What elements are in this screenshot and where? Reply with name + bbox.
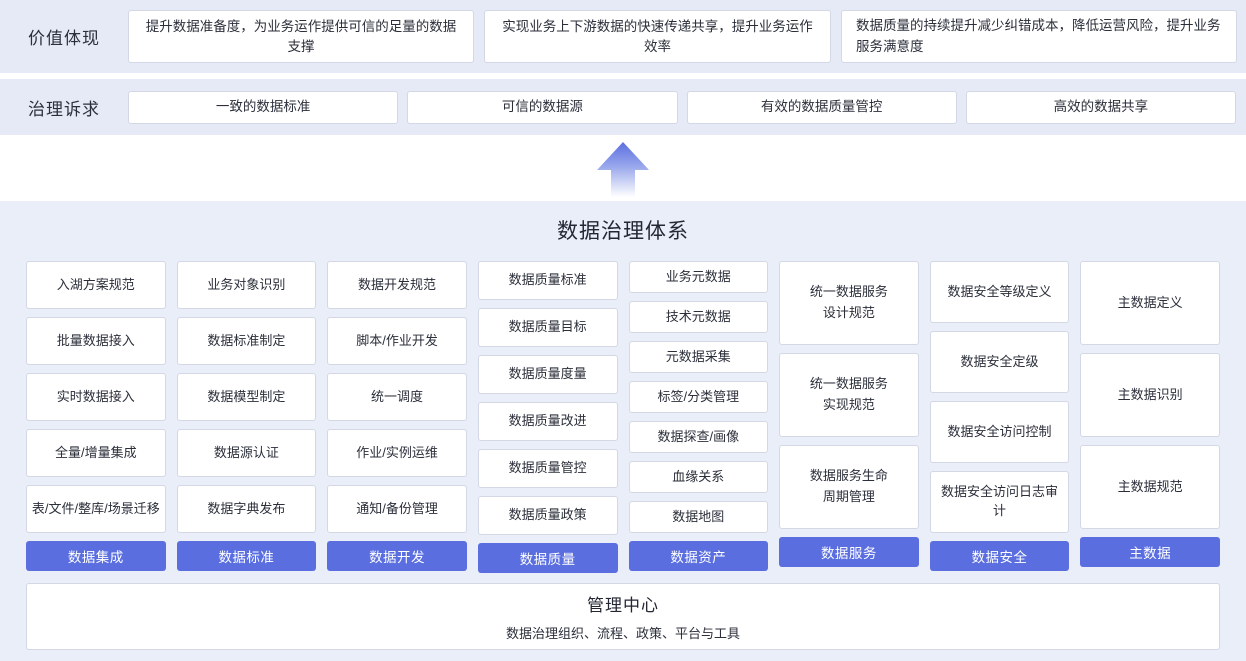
capability-card[interactable]: 主数据定义 bbox=[1080, 261, 1220, 345]
capability-card[interactable]: 数据字典发布 bbox=[176, 485, 317, 533]
column-data-security: 数据安全等级定义数据安全定级数据安全访问控制数据安全访问日志审计 数据安全 bbox=[929, 261, 1070, 571]
value-section-label: 价值体现 bbox=[28, 29, 100, 48]
column-4-items: 数据质量标准数据质量目标数据质量度量数据质量改进数据质量管控数据质量政策 bbox=[477, 261, 618, 535]
capability-card[interactable]: 数据质量改进 bbox=[477, 402, 618, 441]
capability-card[interactable]: 统一数据服务设计规范 bbox=[779, 261, 919, 345]
capability-card[interactable]: 数据开发规范 bbox=[327, 261, 467, 309]
capability-card[interactable]: 数据服务生命周期管理 bbox=[779, 445, 919, 529]
capability-card[interactable]: 脚本/作业开发 bbox=[327, 317, 467, 365]
management-center-title: 管理中心 bbox=[587, 596, 659, 615]
value-card-2[interactable]: 实现业务上下游数据的快速传递共享，提升业务运作效率 bbox=[484, 10, 831, 63]
management-center-subtitle: 数据治理组织、流程、政策、平台与工具 bbox=[505, 626, 740, 641]
column-footer-master-data[interactable]: 主数据 bbox=[1080, 537, 1220, 567]
capability-card[interactable]: 数据安全访问日志审计 bbox=[929, 471, 1070, 533]
capability-card[interactable]: 实时数据接入 bbox=[26, 373, 166, 421]
capability-card[interactable]: 统一数据服务实现规范 bbox=[779, 353, 919, 437]
governance-card-4[interactable]: 高效的数据共享 bbox=[965, 90, 1236, 124]
capability-card[interactable]: 数据地图 bbox=[628, 501, 769, 533]
capability-card[interactable]: 主数据识别 bbox=[1080, 353, 1220, 437]
capability-card[interactable]: 数据模型制定 bbox=[176, 373, 317, 421]
column-footer-data-standard[interactable]: 数据标准 bbox=[176, 541, 317, 571]
column-footer-data-asset[interactable]: 数据资产 bbox=[628, 541, 769, 571]
column-6-items: 统一数据服务设计规范统一数据服务实现规范数据服务生命周期管理 bbox=[779, 261, 919, 529]
column-3-items: 数据开发规范脚本/作业开发统一调度作业/实例运维通知/备份管理 bbox=[327, 261, 467, 533]
column-8-items: 主数据定义主数据识别主数据规范 bbox=[1080, 261, 1220, 529]
column-data-service: 统一数据服务设计规范统一数据服务实现规范数据服务生命周期管理 数据服务 bbox=[779, 261, 919, 567]
governance-card-row: 一致的数据标准 可信的数据源 有效的数据质量管控 高效的数据共享 bbox=[128, 90, 1236, 124]
column-2-items: 业务对象识别数据标准制定数据模型制定数据源认证数据字典发布 bbox=[176, 261, 317, 533]
column-footer-data-development[interactable]: 数据开发 bbox=[327, 541, 467, 571]
column-master-data: 主数据定义主数据识别主数据规范 主数据 bbox=[1080, 261, 1220, 567]
column-data-quality: 数据质量标准数据质量目标数据质量度量数据质量改进数据质量管控数据质量政策 数据质… bbox=[477, 261, 618, 573]
main-section-title: 数据治理体系 bbox=[557, 220, 689, 243]
governance-card-2[interactable]: 可信的数据源 bbox=[407, 90, 678, 124]
column-data-integration: 入湖方案规范批量数据接入实时数据接入全量/增量集成表/文件/整库/场景迁移 数据… bbox=[26, 261, 166, 571]
value-card-row: 提升数据准备度，为业务运作提供可信的足量的数据支撑 实现业务上下游数据的快速传递… bbox=[128, 10, 1237, 63]
column-data-development: 数据开发规范脚本/作业开发统一调度作业/实例运维通知/备份管理 数据开发 bbox=[327, 261, 467, 571]
capability-card[interactable]: 业务元数据 bbox=[628, 261, 769, 293]
capability-card[interactable]: 数据安全访问控制 bbox=[929, 401, 1070, 463]
governance-card-3[interactable]: 有效的数据质量管控 bbox=[686, 90, 957, 124]
column-footer-data-security[interactable]: 数据安全 bbox=[929, 541, 1070, 571]
capability-card[interactable]: 血缘关系 bbox=[628, 461, 769, 493]
value-card-1[interactable]: 提升数据准备度，为业务运作提供可信的足量的数据支撑 bbox=[128, 10, 474, 63]
capability-card[interactable]: 表/文件/整库/场景迁移 bbox=[26, 485, 166, 533]
column-7-items: 数据安全等级定义数据安全定级数据安全访问控制数据安全访问日志审计 bbox=[929, 261, 1070, 533]
column-data-asset: 业务元数据技术元数据元数据采集标签/分类管理数据探查/画像血缘关系数据地图 数据… bbox=[628, 261, 769, 571]
column-footer-data-service[interactable]: 数据服务 bbox=[779, 537, 919, 567]
capability-columns: 入湖方案规范批量数据接入实时数据接入全量/增量集成表/文件/整库/场景迁移 数据… bbox=[26, 261, 1220, 573]
capability-card[interactable]: 统一调度 bbox=[327, 373, 467, 421]
capability-card[interactable]: 业务对象识别 bbox=[176, 261, 317, 309]
capability-card[interactable]: 入湖方案规范 bbox=[26, 261, 166, 309]
value-card-3[interactable]: 数据质量的持续提升减少纠错成本，降低运营风险，提升业务服务满意度 bbox=[841, 10, 1237, 63]
capability-card[interactable]: 数据质量标准 bbox=[477, 261, 618, 300]
capability-card[interactable]: 数据质量政策 bbox=[477, 496, 618, 535]
capability-card[interactable]: 作业/实例运维 bbox=[327, 429, 467, 477]
capability-card[interactable]: 数据探查/画像 bbox=[628, 421, 769, 453]
up-arrow-icon bbox=[592, 139, 654, 204]
column-footer-data-quality[interactable]: 数据质量 bbox=[477, 543, 618, 573]
value-section: 价值体现 提升数据准备度，为业务运作提供可信的足量的数据支撑 实现业务上下游数据… bbox=[0, 0, 1246, 73]
capability-card[interactable]: 标签/分类管理 bbox=[628, 381, 769, 413]
capability-card[interactable]: 批量数据接入 bbox=[26, 317, 166, 365]
column-1-items: 入湖方案规范批量数据接入实时数据接入全量/增量集成表/文件/整库/场景迁移 bbox=[26, 261, 166, 533]
capability-card[interactable]: 数据标准制定 bbox=[176, 317, 317, 365]
column-data-standard: 业务对象识别数据标准制定数据模型制定数据源认证数据字典发布 数据标准 bbox=[176, 261, 317, 571]
governance-section: 治理诉求 一致的数据标准 可信的数据源 有效的数据质量管控 高效的数据共享 bbox=[0, 79, 1246, 135]
band-separator bbox=[0, 73, 1246, 79]
capability-card[interactable]: 数据安全定级 bbox=[929, 331, 1070, 393]
capability-card[interactable]: 通知/备份管理 bbox=[327, 485, 467, 533]
column-footer-data-integration[interactable]: 数据集成 bbox=[26, 541, 166, 571]
governance-section-label: 治理诉求 bbox=[28, 99, 100, 119]
arrow-band bbox=[0, 135, 1246, 201]
capability-card[interactable]: 全量/增量集成 bbox=[26, 429, 166, 477]
capability-card[interactable]: 元数据采集 bbox=[628, 341, 769, 373]
capability-card[interactable]: 数据质量管控 bbox=[477, 449, 618, 488]
capability-card[interactable]: 数据质量度量 bbox=[477, 355, 618, 394]
governance-card-1[interactable]: 一致的数据标准 bbox=[128, 90, 399, 124]
main-section: 数据治理体系 入湖方案规范批量数据接入实时数据接入全量/增量集成表/文件/整库/… bbox=[0, 201, 1246, 661]
capability-card[interactable]: 数据安全等级定义 bbox=[929, 261, 1070, 323]
management-center-box: 管理中心 数据治理组织、流程、政策、平台与工具 bbox=[26, 583, 1220, 650]
column-5-items: 业务元数据技术元数据元数据采集标签/分类管理数据探查/画像血缘关系数据地图 bbox=[628, 261, 769, 533]
capability-card[interactable]: 主数据规范 bbox=[1080, 445, 1220, 529]
capability-card[interactable]: 数据质量目标 bbox=[477, 308, 618, 347]
capability-card[interactable]: 数据源认证 bbox=[176, 429, 317, 477]
capability-card[interactable]: 技术元数据 bbox=[628, 301, 769, 333]
